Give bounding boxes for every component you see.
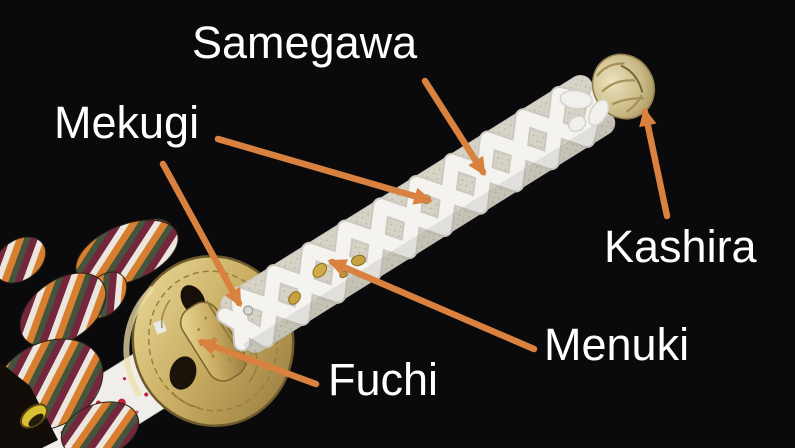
- tsuka-ito-wrap: [216, 82, 616, 352]
- tsuka-handle: [179, 53, 656, 382]
- arrow-samegawa: [421, 77, 487, 177]
- tsuba-glint: [153, 319, 167, 335]
- tsuba-hitsu-ana-lower: [169, 356, 197, 390]
- label-mekugi: Mekugi: [54, 97, 200, 148]
- arrow-kashira: [639, 107, 671, 220]
- arrow-mekugi-lower: [159, 160, 243, 308]
- callout-arrows: [159, 77, 671, 388]
- arrow-menuki: [327, 258, 538, 353]
- label-fuchi: Fuchi: [328, 354, 439, 405]
- ito-end-knot: [559, 89, 610, 133]
- handle-shading: [243, 114, 620, 357]
- label-kashira: Kashira: [604, 221, 757, 272]
- tsuba-rim-highlight: [123, 285, 156, 398]
- label-samegawa: Samegawa: [192, 17, 418, 68]
- saya-dark-corner: [0, 362, 58, 448]
- label-menuki: Menuki: [544, 319, 690, 370]
- arrow-fuchi: [197, 338, 320, 388]
- cord-ornament: [19, 403, 49, 429]
- menuki-ornament: [288, 254, 366, 305]
- arrow-mekugi-upper: [214, 135, 433, 205]
- mekugi-peg-lower: [243, 305, 254, 316]
